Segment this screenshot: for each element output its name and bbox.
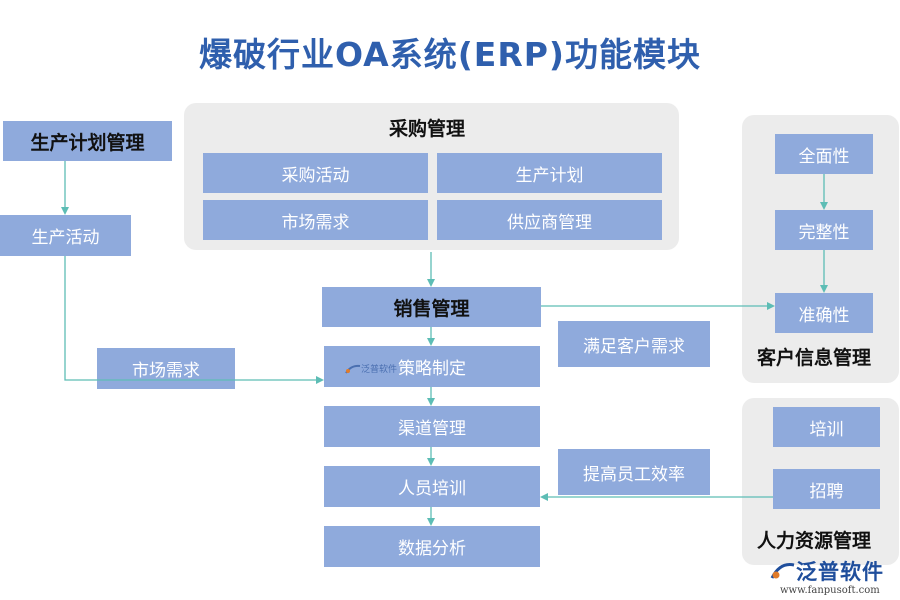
page-title: 爆破行业OA系统(ERP)功能模块 xyxy=(198,35,701,74)
small-logo-text: 泛普软件 xyxy=(361,365,398,375)
hr-item-training: 培训 xyxy=(773,407,880,447)
sales-step-strategy: 策略制定 xyxy=(324,346,540,387)
brand-watermark: 泛普软件 xyxy=(770,556,884,586)
procurement-header: 采购管理 xyxy=(389,118,466,140)
customer-info-header: 客户信息管理 xyxy=(757,347,872,369)
note-customer-needs: 满足客户需求 xyxy=(558,321,710,367)
customer-item-accurate: 准确性 xyxy=(775,293,873,333)
procurement-item-production-plan: 生产计划 xyxy=(437,153,662,193)
brand-url: www.fanpusoft.com xyxy=(780,585,880,596)
sales-management-box: 销售管理 xyxy=(322,287,541,327)
hr-item-recruitment: 招聘 xyxy=(773,469,880,509)
procurement-item-purchase-activity: 采购活动 xyxy=(203,153,428,193)
sales-step-analysis: 数据分析 xyxy=(324,526,540,567)
brand-logo-icon xyxy=(770,563,795,579)
sales-step-training: 人员培训 xyxy=(324,466,540,507)
arrow-activity-to-strategy xyxy=(64,256,324,384)
procurement-item-market-demand: 市场需求 xyxy=(203,200,428,240)
customer-item-comprehensive: 全面性 xyxy=(775,134,873,174)
brand-name: 泛普软件 xyxy=(796,560,884,584)
procurement-item-supplier-management: 供应商管理 xyxy=(437,200,662,240)
sales-step-channel: 渠道管理 xyxy=(324,406,540,447)
hr-header: 人力资源管理 xyxy=(757,530,872,552)
production-plan-box: 生产计划管理 xyxy=(3,121,172,161)
small-logo: 泛普软件 xyxy=(345,362,397,375)
small-logo-icon xyxy=(345,364,361,374)
production-activity-box: 生产活动 xyxy=(0,215,131,256)
note-employee-efficiency: 提高员工效率 xyxy=(558,449,710,495)
market-demand-box: 市场需求 xyxy=(97,348,235,389)
customer-item-complete: 完整性 xyxy=(775,210,873,250)
